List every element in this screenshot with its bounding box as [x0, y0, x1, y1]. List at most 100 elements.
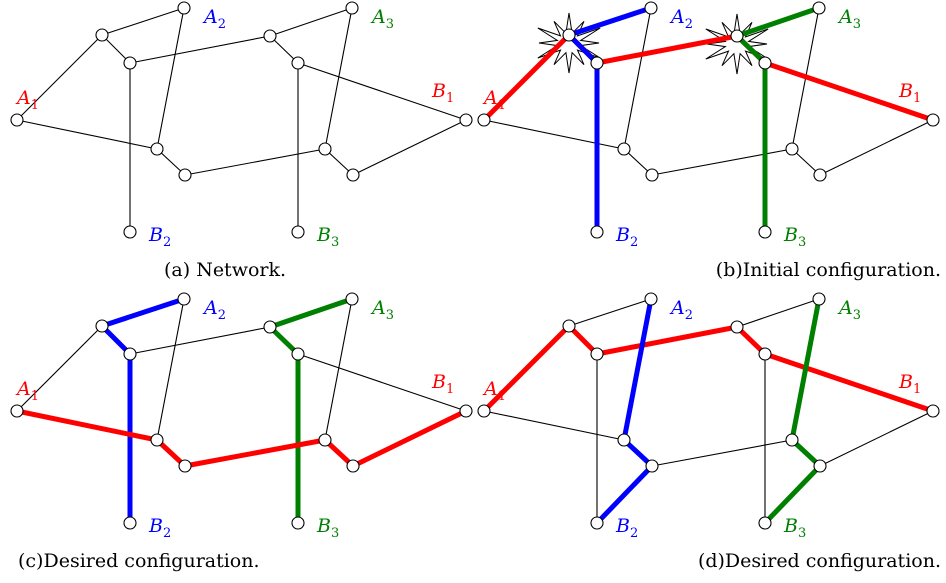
caption-b: (b)Initial configuration. — [716, 259, 941, 281]
edge-A1-n1 — [16, 34, 103, 121]
label-letter: A — [15, 87, 31, 109]
edge-group — [16, 298, 467, 523]
label-subscript: 2 — [685, 17, 693, 32]
label-subscript: 3 — [853, 308, 861, 323]
label-B2: B2 — [615, 224, 638, 250]
conflict-burst-icon — [705, 13, 769, 75]
label-subscript: 3 — [853, 17, 861, 32]
label-A3: A3 — [370, 297, 394, 323]
path-blue — [99, 296, 187, 526]
label-subscript: 3 — [798, 526, 806, 541]
node-n1 — [562, 319, 576, 333]
edge-A2-n3 — [156, 7, 185, 150]
node-B3 — [291, 225, 305, 239]
label-subscript: 2 — [163, 235, 171, 250]
path-blue — [594, 296, 655, 526]
label-letter: A — [482, 87, 498, 109]
node-n5 — [730, 29, 744, 43]
edge-group — [16, 7, 467, 232]
node-A3 — [345, 1, 359, 15]
node-n1 — [95, 28, 109, 42]
node-n4 — [178, 168, 192, 182]
label-subscript: 2 — [630, 526, 638, 541]
label-letter: B — [148, 224, 163, 246]
edge-n8-B1 — [819, 119, 934, 176]
node-n2 — [590, 56, 604, 70]
label-A2: A2 — [669, 297, 693, 323]
edge-n1-A2 — [568, 298, 652, 327]
path-red — [481, 32, 936, 123]
label-subscript: 3 — [386, 17, 394, 32]
node-A2 — [177, 1, 191, 15]
label-B3: B3 — [316, 515, 339, 541]
node-A2 — [644, 1, 658, 15]
label-A2: A2 — [202, 297, 226, 323]
node-A3 — [812, 1, 826, 15]
node-n1 — [95, 319, 109, 333]
label-subscript: 2 — [218, 308, 226, 323]
node-n8 — [346, 168, 360, 182]
label-subscript: 1 — [498, 98, 506, 113]
node-n4 — [645, 168, 659, 182]
edge-n6-B1 — [297, 353, 467, 412]
label-subscript: 1 — [446, 91, 454, 106]
label-subscript: 1 — [913, 382, 921, 397]
edge-A2-n3 — [156, 298, 185, 441]
node-n8 — [346, 459, 360, 473]
node-n7 — [785, 142, 799, 156]
edge-n4-n7 — [184, 148, 326, 176]
label-subscript: 1 — [498, 389, 506, 404]
node-B1 — [459, 404, 473, 418]
node-n2 — [590, 347, 604, 361]
node-n7 — [318, 433, 332, 447]
caption-d: (d)Desired configuration. — [698, 550, 941, 572]
edge-A1-n3 — [16, 119, 158, 150]
node-n6 — [758, 347, 772, 361]
label-A1: A1 — [15, 87, 39, 113]
label-letter: A — [669, 6, 685, 28]
node-A2 — [644, 292, 658, 306]
label-A3: A3 — [837, 6, 861, 32]
node-A1 — [477, 113, 491, 127]
node-A3 — [812, 292, 826, 306]
label-letter: A — [370, 6, 386, 28]
label-letter: B — [148, 515, 163, 537]
label-B1: B1 — [898, 371, 921, 397]
node-n6 — [291, 347, 305, 361]
node-n4 — [645, 459, 659, 473]
node-B3 — [291, 516, 305, 530]
label-letter: B — [431, 371, 446, 393]
label-subscript: 1 — [31, 98, 39, 113]
caption-a: (a) Network. — [164, 259, 286, 281]
node-n3 — [150, 433, 164, 447]
label-letter: B — [316, 515, 331, 537]
node-B3 — [758, 516, 772, 530]
label-subscript: 3 — [331, 235, 339, 250]
label-B1: B1 — [431, 80, 454, 106]
node-n6 — [758, 56, 772, 70]
label-letter: B — [783, 224, 798, 246]
label-letter: B — [316, 224, 331, 246]
edge-n4-n7 — [651, 148, 793, 176]
path-green — [734, 5, 822, 235]
label-subscript: 1 — [446, 382, 454, 397]
node-n8 — [813, 168, 827, 182]
label-subscript: 3 — [386, 308, 394, 323]
label-letter: A — [482, 378, 498, 400]
label-letter: B — [898, 371, 913, 393]
label-letter: B — [431, 80, 446, 102]
node-B2 — [590, 225, 604, 239]
node-B1 — [926, 113, 940, 127]
node-A1 — [10, 404, 24, 418]
label-A3: A3 — [837, 297, 861, 323]
label-letter: B — [615, 515, 630, 537]
label-subscript: 2 — [685, 308, 693, 323]
label-letter: A — [202, 297, 218, 319]
edge-A3-n7 — [324, 7, 353, 150]
node-n4 — [178, 459, 192, 473]
node-A3 — [345, 292, 359, 306]
edge-n8-B1 — [819, 410, 934, 467]
label-letter: A — [15, 378, 31, 400]
node-n5 — [730, 320, 744, 334]
